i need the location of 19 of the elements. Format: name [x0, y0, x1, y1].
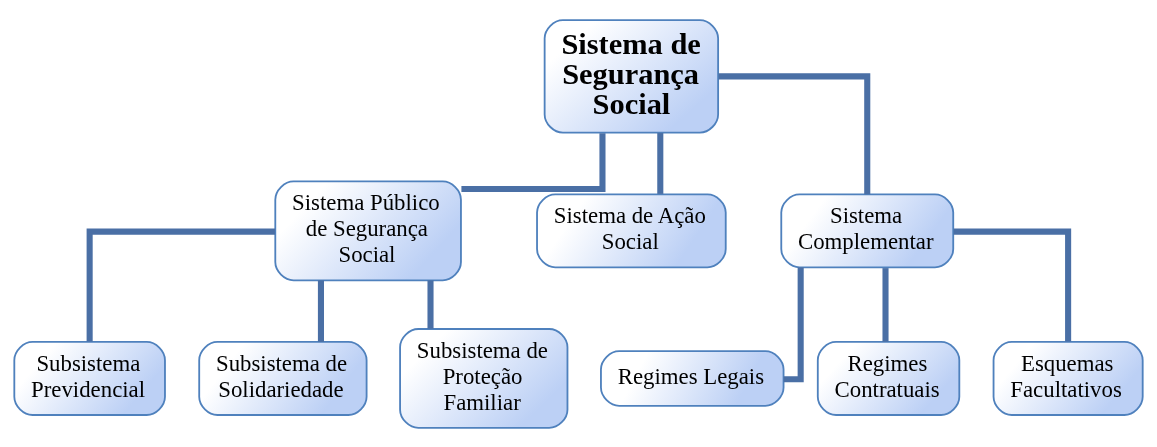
node-box: Sistema Complementar — [780, 192, 955, 268]
connector — [427, 279, 434, 329]
node-box: Sistema Público de Segurança Social — [274, 179, 462, 281]
node-box: Subsistema Previdencial — [13, 340, 166, 416]
connector — [461, 132, 606, 192]
node-box: Subsistema de Solidariedade — [198, 340, 368, 416]
node-box: Regimes Contratuais — [816, 340, 961, 416]
node-box: Esquemas Facultativos — [992, 340, 1144, 416]
node-box: Subsistema de Proteção Familiar — [399, 327, 569, 429]
connector — [882, 267, 889, 342]
connector — [718, 72, 871, 194]
node-box: Sistema de Segurança Social — [543, 18, 720, 134]
connector — [657, 132, 664, 194]
connector — [86, 228, 275, 341]
node-box: Sistema de Ação Social — [536, 192, 727, 268]
node-box: Regimes Legais — [600, 349, 785, 407]
connector — [953, 228, 1072, 341]
connector — [317, 279, 324, 342]
connector — [783, 267, 804, 382]
